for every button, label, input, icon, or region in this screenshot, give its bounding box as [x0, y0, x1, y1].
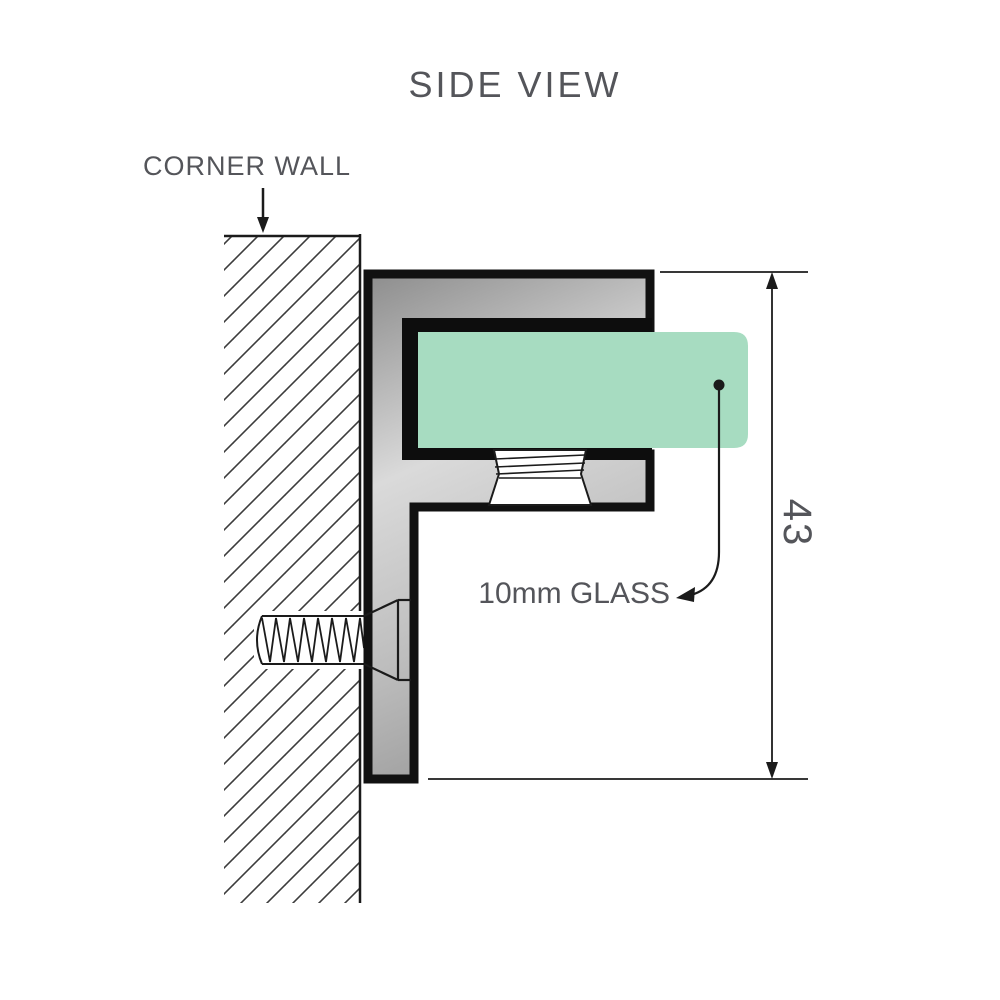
dimension-arrow-top-icon	[766, 272, 778, 289]
screw-thread-zigzag	[261, 617, 365, 663]
glass-label: 10mm GLASS	[478, 577, 670, 610]
screw-tip	[256, 615, 263, 665]
glass-callout: 10mm GLASS	[478, 379, 725, 610]
screw-head-taper-top	[363, 599, 399, 617]
corner-wall-label: CORNER WALL	[143, 151, 351, 181]
wall-hatching	[224, 236, 360, 903]
screw	[254, 611, 365, 669]
gasket	[487, 449, 593, 506]
screw-head-taper-bottom	[363, 663, 399, 681]
screw-head	[363, 598, 411, 682]
glass-panel	[418, 332, 748, 448]
dimension-value: 43	[775, 499, 819, 548]
gasket-thread-3	[495, 469, 585, 475]
gasket-thread-1	[494, 454, 586, 460]
corner-wall-section	[224, 234, 362, 903]
dimension-arrow-bottom-icon	[766, 762, 778, 779]
view-title: SIDE VIEW	[408, 64, 621, 105]
leader-arrowhead-icon	[676, 587, 695, 602]
leader-line	[690, 388, 721, 597]
dimension-43: 43	[428, 271, 819, 780]
corner-wall-callout: CORNER WALL	[143, 151, 351, 233]
corner-wall-arrowhead-icon	[257, 217, 269, 233]
gasket-thread-2	[494, 462, 586, 468]
leader-dot	[713, 379, 725, 391]
